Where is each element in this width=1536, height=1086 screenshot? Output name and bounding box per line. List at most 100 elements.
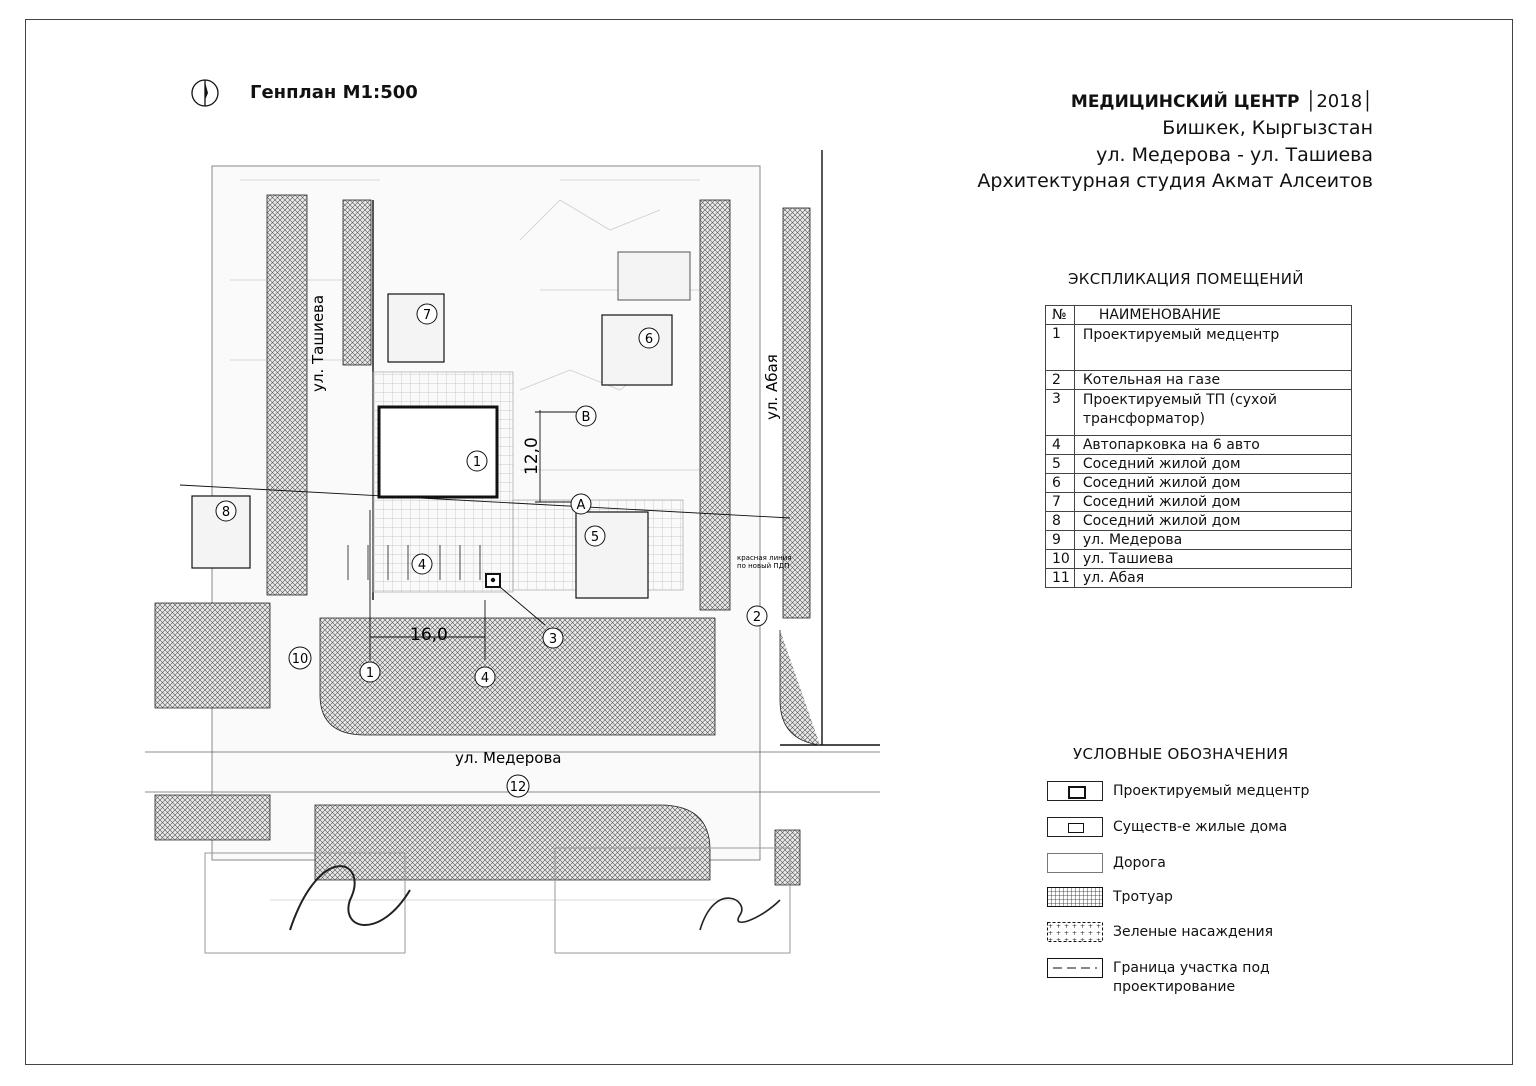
legend-swatch-existing (1047, 817, 1103, 837)
svg-text:8: 8 (222, 505, 230, 520)
building-6 (601, 314, 673, 386)
red-line-note-1: красная линия (737, 554, 791, 562)
building-7 (387, 293, 445, 363)
north-arrow-icon (191, 79, 219, 107)
svg-text:7: 7 (423, 308, 431, 323)
row-name: ул. Ташиева (1073, 549, 1353, 569)
axis-marker-4: 4 (474, 666, 496, 688)
greenery-mederova-north (319, 617, 716, 736)
row-name: Проектируемый ТП (сухой трансформатор) (1073, 389, 1353, 436)
row-num: 2 (1045, 370, 1075, 390)
row-name: Соседний жилой дом (1073, 454, 1353, 474)
approval-stamp-1 (204, 852, 406, 954)
approval-stamp-2 (554, 847, 791, 954)
signature-1 (289, 865, 411, 931)
row-name: ул. Абая (1073, 568, 1353, 588)
street-label-abaya: ул. Абая (763, 354, 781, 420)
row-name: Соседний жилой дом (1073, 492, 1353, 512)
marker-10: 10 (288, 646, 312, 670)
sidewalk-mederova-southwest (154, 794, 271, 841)
legend-swatch-greenery: + (1047, 922, 1103, 942)
title-block-city: Бишкек, Кыргызстан (1162, 117, 1373, 139)
row-num: 10 (1045, 549, 1075, 569)
signature-2 (699, 897, 781, 931)
red-line-note-2: по новый ПДП (737, 562, 789, 570)
svg-text:10: 10 (292, 652, 309, 667)
marker-7: 7 (416, 303, 438, 325)
header-num: № (1045, 305, 1075, 325)
legend-swatch-sidewalk (1047, 887, 1103, 907)
building-5 (575, 511, 649, 599)
row-num: 1 (1045, 324, 1075, 371)
row-num: 6 (1045, 473, 1075, 493)
svg-text:6: 6 (645, 332, 653, 347)
legend-label: Дорога (1113, 855, 1166, 871)
row-name: Проектируемый медцентр (1073, 324, 1353, 371)
drawing-frame (25, 19, 1513, 1065)
building-kn (617, 251, 691, 301)
svg-text:12: 12 (510, 780, 527, 795)
legend-swatch-medcenter (1047, 781, 1103, 801)
plan-markers: 1 2 3 4 5 6 7 8 10 12 В А 1 4 (215, 303, 768, 798)
legend-title: УСЛОВНЫЕ ОБОЗНАЧЕНИЯ (1073, 745, 1289, 763)
greenery-mederova-south (314, 804, 711, 881)
marker-6: 6 (638, 327, 660, 349)
row-num: 4 (1045, 435, 1075, 455)
svg-text:5: 5 (591, 530, 599, 545)
marker-12: 12 (506, 774, 530, 798)
marker-3: 3 (542, 627, 564, 649)
sidewalk-abaya-west (699, 199, 731, 611)
sidewalk-abaya-east (782, 207, 811, 619)
svg-text:1: 1 (473, 455, 481, 470)
row-num: 3 (1045, 389, 1075, 436)
row-name: Автопарковка на 6 авто (1073, 435, 1353, 455)
title-block-address: ул. Медерова - ул. Ташиева (1096, 144, 1373, 166)
red-line (179, 484, 791, 519)
site-plan-drawing: ул. Ташиева ул. Абая ул. Медерова 16,0 1… (145, 150, 880, 954)
title-block-studio: Архитектурная студия Акмат Алсеитов (977, 170, 1373, 192)
dimension-length: 16,0 (410, 625, 448, 645)
marker-8: 8 (215, 500, 237, 522)
marker-1: 1 (466, 450, 488, 472)
project-name: МЕДИЦИНСКИЙ ЦЕНТР (1070, 92, 1300, 112)
legend-swatch-boundary (1047, 958, 1103, 978)
svg-text:4: 4 (418, 558, 426, 573)
row-num: 9 (1045, 530, 1075, 550)
row-num: 7 (1045, 492, 1075, 512)
svg-text:В: В (582, 410, 591, 425)
axis-marker-1: 1 (359, 661, 381, 683)
legend-label: Проектируемый медцентр (1113, 783, 1310, 799)
explication-header-row: № НАИМЕНОВАНИЕ (1045, 305, 1353, 325)
plan-title: Генплан М1:500 (250, 82, 418, 103)
explication-title: ЭКСПЛИКАЦИЯ ПОМЕЩЕНИЙ (1068, 270, 1304, 288)
street-label-mederova: ул. Медерова (455, 749, 562, 767)
svg-text:1: 1 (366, 666, 374, 681)
svg-text:4: 4 (481, 671, 489, 686)
title-block-project: МЕДИЦИНСКИЙ ЦЕНТР │2018│ (1070, 91, 1373, 112)
row-name: Соседний жилой дом (1073, 473, 1353, 493)
legend-label: Тротуар (1113, 889, 1173, 905)
parking-lines (347, 545, 481, 580)
sidewalk-mederova-west (154, 602, 271, 709)
row-num: 11 (1045, 568, 1075, 588)
svg-text:3: 3 (549, 632, 557, 647)
header-name: НАИМЕНОВАНИЕ (1073, 305, 1353, 325)
marker-2: 2 (746, 605, 768, 627)
dimension-width: 12,0 (522, 437, 542, 475)
svg-text:А: А (577, 498, 586, 513)
marker-4: 4 (411, 553, 433, 575)
legend-swatch-road (1047, 853, 1103, 873)
row-num: 5 (1045, 454, 1075, 474)
legend-label: Граница участка под проектирование (1113, 960, 1270, 995)
row-name: Соседний жилой дом (1073, 511, 1353, 531)
